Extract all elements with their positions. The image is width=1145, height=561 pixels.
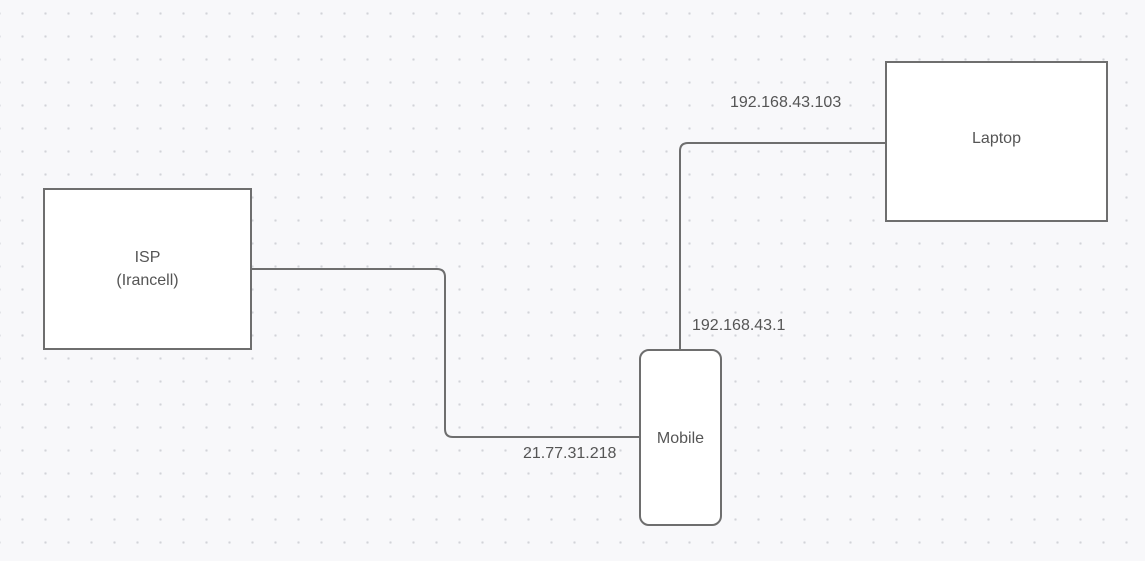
connector-isp-mobile[interactable] (252, 268, 639, 438)
laptop-node-label: Laptop (972, 130, 1021, 147)
mobile-node-label: Mobile (656, 430, 705, 447)
isp-node-title: ISP (134, 249, 161, 266)
mobile-gateway-ip-label: 192.168.43.1 (692, 317, 786, 334)
isp-node[interactable]: ISP (Irancell) (43, 188, 252, 350)
mobile-wan-ip-label: 21.77.31.218 (523, 445, 617, 462)
isp-node-subtitle: (Irancell) (116, 272, 179, 289)
connector-mobile-laptop[interactable] (679, 142, 885, 349)
laptop-node[interactable]: Laptop (885, 61, 1108, 222)
mobile-node[interactable]: Mobile (639, 349, 722, 526)
laptop-ip-label: 192.168.43.103 (730, 94, 842, 111)
